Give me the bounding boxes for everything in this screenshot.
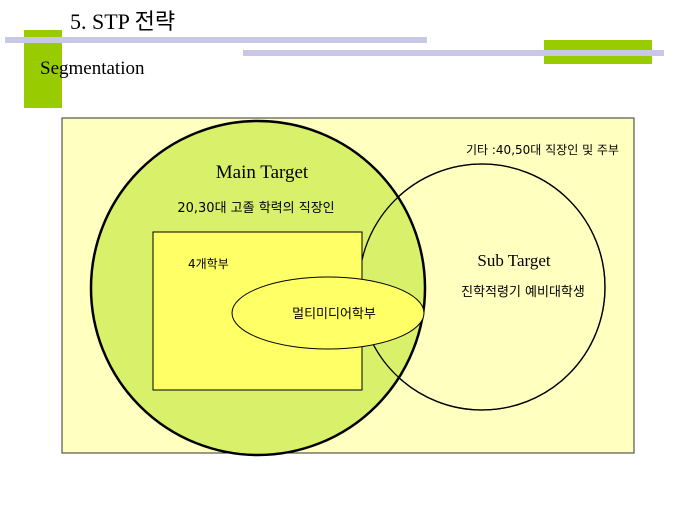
main-target-title: Main Target [216,162,309,183]
decor-line-lower [243,50,664,56]
slide-subtitle: Segmentation [40,58,145,79]
sub-target-description: 진학적령기 예비대학생 [461,285,585,300]
sub-target-title: Sub Target [477,251,551,270]
others-label: 기타 :40,50대 직장인 및 주부 [466,143,619,157]
decor-line-upper [5,37,427,43]
multimedia-label: 멀티미디어학부 [292,307,376,322]
multimedia-ellipse [231,276,425,350]
decor-bar-vertical [24,30,62,108]
slide-title: 5. STP 전략 [70,9,176,34]
four-departments-label: 4개학부 [188,257,229,271]
main-target-description: 20,30대 고졸 학력의 직장인 [177,201,334,216]
